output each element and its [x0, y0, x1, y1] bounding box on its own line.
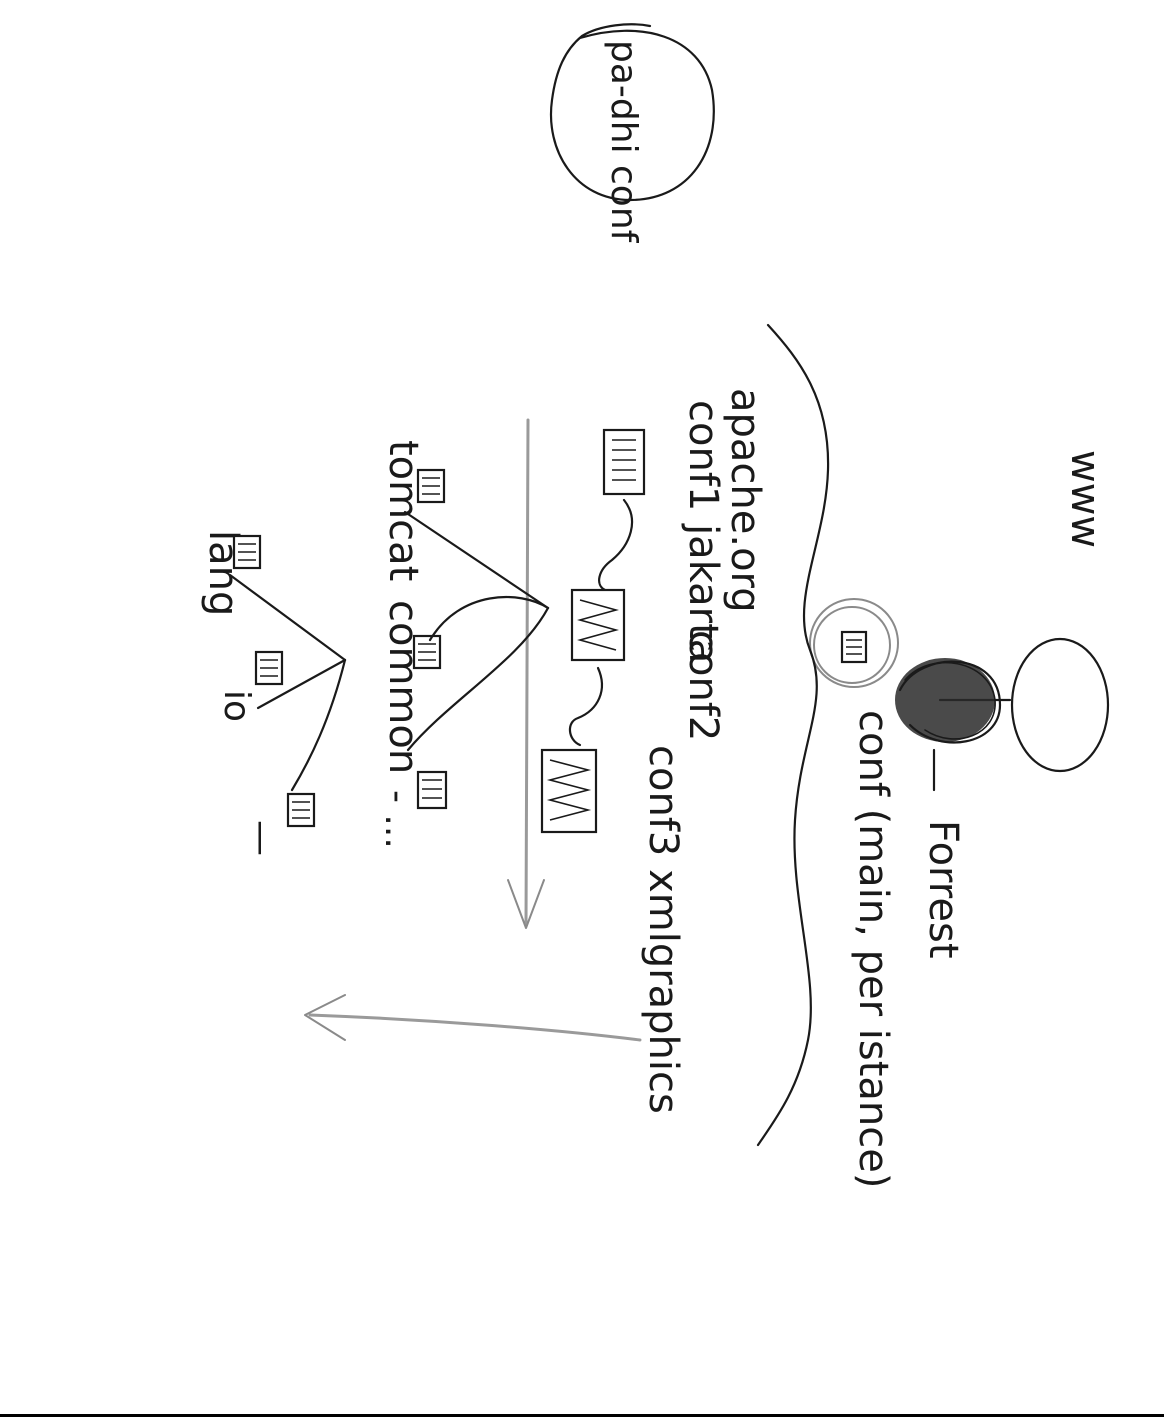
io-label: io — [216, 690, 257, 722]
apache-label: apache.org — [722, 388, 768, 613]
tomcat-doc-icon — [416, 468, 446, 504]
lang-branch-line — [228, 573, 347, 662]
arrow-conf1-conf2 — [598, 498, 634, 592]
common-curve-line — [406, 606, 550, 752]
conf-document-circled — [809, 598, 899, 688]
conf3-xmlgraphics-label: conf3 xmlgraphics — [640, 745, 686, 1114]
conf1-document-icon — [602, 428, 646, 496]
conf2-document-icon — [570, 588, 626, 662]
pa-dhi-conf-label: pa-dhi conf — [603, 40, 644, 244]
io-dash-branch-line — [290, 658, 347, 792]
grey-down-arrow-icon — [507, 418, 545, 929]
arrow-conf2-conf3 — [568, 666, 603, 747]
grey-left-arrow-icon — [304, 994, 642, 1042]
common-curve-top — [428, 595, 550, 642]
bottom-border — [0, 1414, 1164, 1417]
www-label: www — [1062, 450, 1108, 548]
pa-dhi-conf-note: pa-dhi conf — [549, 23, 715, 244]
brace-line — [756, 323, 830, 1147]
io-branch-line — [256, 658, 347, 710]
tomcat-label: tomcat — [380, 440, 426, 581]
common-doc-icon-1 — [412, 634, 442, 670]
tomcat-branch-line — [403, 510, 550, 610]
io-dash-doc-icon — [286, 792, 316, 828]
shaded-blob-icon — [895, 658, 1002, 744]
io-doc-icon — [254, 650, 284, 686]
common-label: common — [380, 600, 426, 774]
conf2-label: conf2 — [680, 630, 726, 741]
conf-instance-label: conf (main, per istance) — [850, 710, 896, 1188]
common-doc-icon-2 — [416, 770, 448, 810]
lang-doc-icon — [232, 534, 262, 570]
forrest-label: Forrest — [920, 820, 966, 959]
io-dash-label: — — [241, 820, 282, 856]
conf3-document-icon — [540, 748, 598, 834]
conf1-jakarta-label: conf1 jakarta — [680, 400, 726, 663]
common-dots-label: - ... — [377, 790, 418, 849]
